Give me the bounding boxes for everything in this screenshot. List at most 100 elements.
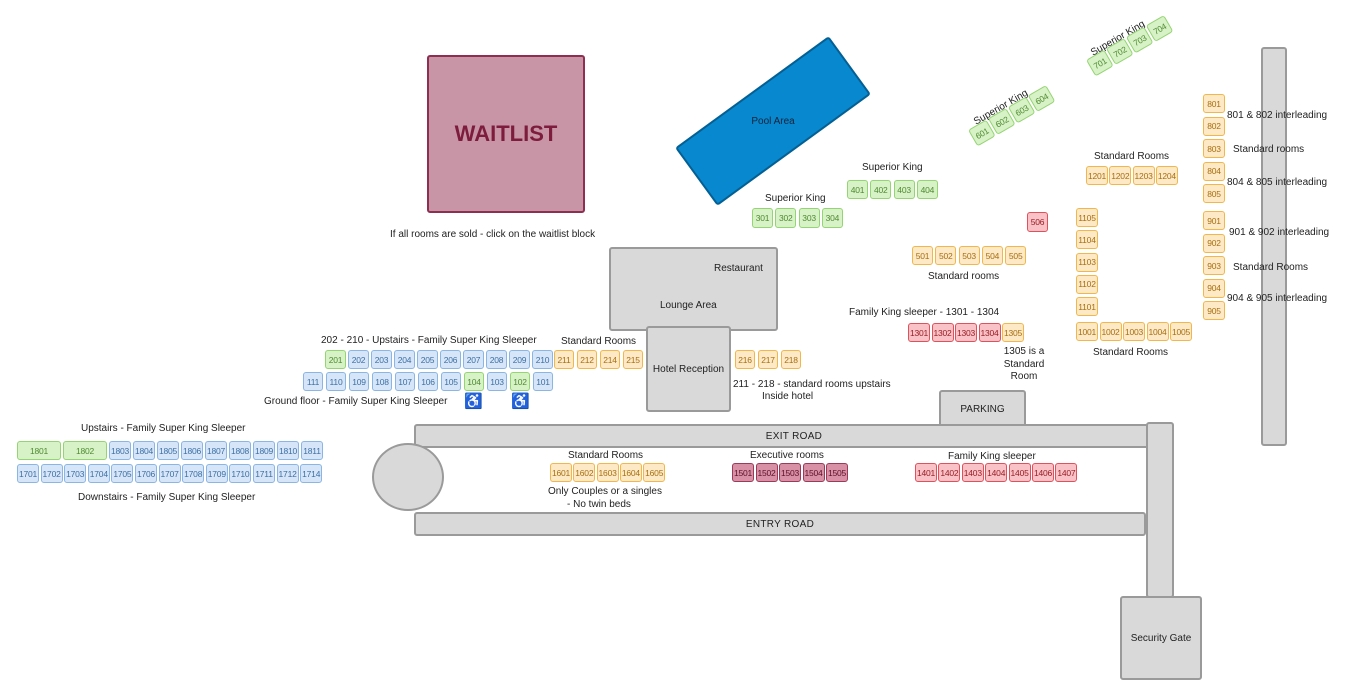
room-1806[interactable]: 1806: [181, 441, 203, 460]
room-202[interactable]: 202: [348, 350, 369, 369]
room-216[interactable]: 216: [735, 350, 755, 369]
room-1303[interactable]: 1303: [955, 323, 977, 342]
room-217[interactable]: 217: [758, 350, 778, 369]
room-111[interactable]: 111: [303, 372, 323, 391]
room-1701[interactable]: 1701: [17, 464, 39, 483]
room-1714[interactable]: 1714: [300, 464, 323, 483]
room-1002[interactable]: 1002: [1099, 322, 1122, 341]
room-205[interactable]: 205: [417, 350, 438, 369]
room-1712[interactable]: 1712: [276, 464, 299, 483]
room-1404[interactable]: 1404: [985, 463, 1008, 482]
room-1801[interactable]: 1801: [17, 441, 61, 460]
room-1305[interactable]: 1305: [1002, 323, 1024, 342]
room-209[interactable]: 209: [509, 350, 530, 369]
room-214[interactable]: 214: [600, 350, 620, 369]
room-1504[interactable]: 1504: [802, 463, 825, 482]
room-1103[interactable]: 1103: [1076, 252, 1098, 272]
room-505[interactable]: 505: [1005, 246, 1027, 265]
room-1202[interactable]: 1202: [1109, 166, 1132, 185]
room-1501[interactable]: 1501: [732, 463, 754, 482]
room-1602[interactable]: 1602: [573, 463, 596, 482]
room-1810[interactable]: 1810: [277, 441, 299, 460]
room-1406[interactable]: 1406: [1032, 463, 1054, 482]
room-1603[interactable]: 1603: [596, 463, 619, 482]
room-403[interactable]: 403: [893, 180, 915, 199]
room-903[interactable]: 903: [1203, 256, 1225, 276]
room-106[interactable]: 106: [418, 372, 438, 391]
room-1102[interactable]: 1102: [1076, 274, 1098, 294]
room-1201[interactable]: 1201: [1086, 166, 1108, 185]
room-1804[interactable]: 1804: [133, 441, 155, 460]
room-401[interactable]: 401: [847, 180, 868, 199]
room-212[interactable]: 212: [577, 350, 597, 369]
room-1502[interactable]: 1502: [755, 463, 778, 482]
room-1705[interactable]: 1705: [111, 464, 134, 483]
room-1105[interactable]: 1105: [1076, 208, 1098, 227]
room-1807[interactable]: 1807: [205, 441, 227, 460]
room-1005[interactable]: 1005: [1170, 322, 1192, 341]
room-902[interactable]: 902: [1203, 233, 1225, 253]
room-1809[interactable]: 1809: [253, 441, 275, 460]
room-1505[interactable]: 1505: [826, 463, 848, 482]
room-1101[interactable]: 1101: [1076, 297, 1098, 317]
room-805[interactable]: 805: [1203, 184, 1225, 203]
room-1707[interactable]: 1707: [158, 464, 181, 483]
room-1811[interactable]: 1811: [301, 441, 323, 460]
room-1407[interactable]: 1407: [1055, 463, 1078, 482]
room-105[interactable]: 105: [441, 372, 461, 391]
room-801[interactable]: 801: [1203, 94, 1225, 113]
room-1710[interactable]: 1710: [229, 464, 252, 483]
room-1001[interactable]: 1001: [1076, 322, 1098, 341]
room-1605[interactable]: 1605: [643, 463, 666, 482]
room-1203[interactable]: 1203: [1132, 166, 1155, 185]
room-1808[interactable]: 1808: [229, 441, 251, 460]
room-208[interactable]: 208: [486, 350, 507, 369]
room-303[interactable]: 303: [798, 208, 820, 228]
room-804[interactable]: 804: [1203, 161, 1225, 181]
room-215[interactable]: 215: [623, 350, 643, 369]
room-1805[interactable]: 1805: [157, 441, 179, 460]
room-501[interactable]: 501: [912, 246, 933, 265]
room-1601[interactable]: 1601: [550, 463, 572, 482]
room-1402[interactable]: 1402: [938, 463, 961, 482]
room-1709[interactable]: 1709: [205, 464, 228, 483]
room-218[interactable]: 218: [781, 350, 801, 369]
room-803[interactable]: 803: [1203, 139, 1225, 158]
room-402[interactable]: 402: [870, 180, 892, 199]
room-504[interactable]: 504: [981, 246, 1003, 265]
room-503[interactable]: 503: [958, 246, 980, 265]
room-1702[interactable]: 1702: [40, 464, 63, 483]
room-210[interactable]: 210: [532, 350, 553, 369]
room-211[interactable]: 211: [554, 350, 574, 369]
room-207[interactable]: 207: [463, 350, 484, 369]
room-1204[interactable]: 1204: [1155, 166, 1178, 185]
room-506[interactable]: 506: [1027, 212, 1048, 232]
room-110[interactable]: 110: [326, 372, 346, 391]
room-101[interactable]: 101: [533, 372, 553, 391]
room-1704[interactable]: 1704: [87, 464, 110, 483]
room-901[interactable]: 901: [1203, 211, 1225, 230]
room-1301[interactable]: 1301: [908, 323, 930, 342]
room-206[interactable]: 206: [440, 350, 461, 369]
room-109[interactable]: 109: [349, 372, 369, 391]
room-1104[interactable]: 1104: [1076, 230, 1098, 250]
room-1304[interactable]: 1304: [978, 323, 1001, 342]
room-203[interactable]: 203: [371, 350, 392, 369]
room-404[interactable]: 404: [916, 180, 938, 199]
room-1401[interactable]: 1401: [915, 463, 937, 482]
room-1503[interactable]: 1503: [779, 463, 801, 482]
room-201[interactable]: 201: [325, 350, 346, 369]
room-1708[interactable]: 1708: [182, 464, 205, 483]
room-104[interactable]: 104: [464, 372, 484, 391]
room-102[interactable]: 102: [510, 372, 530, 391]
room-1302[interactable]: 1302: [931, 323, 954, 342]
room-1405[interactable]: 1405: [1008, 463, 1031, 482]
room-904[interactable]: 904: [1203, 278, 1225, 298]
room-302[interactable]: 302: [775, 208, 797, 228]
room-1803[interactable]: 1803: [109, 441, 131, 460]
room-802[interactable]: 802: [1203, 116, 1225, 136]
room-502[interactable]: 502: [935, 246, 957, 265]
room-1604[interactable]: 1604: [619, 463, 642, 482]
room-1802[interactable]: 1802: [63, 441, 107, 460]
room-1004[interactable]: 1004: [1146, 322, 1169, 341]
